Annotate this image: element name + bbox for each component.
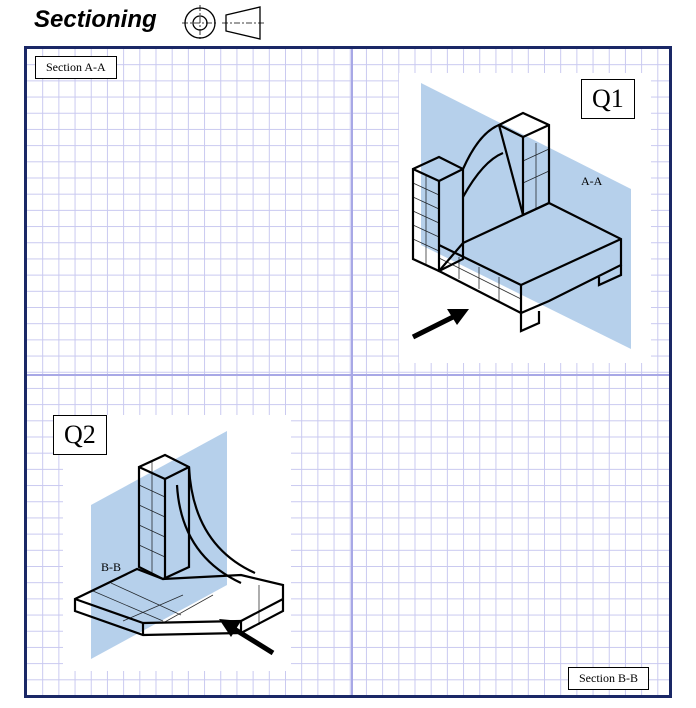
q1-figure-panel: A-A — [399, 73, 651, 363]
view-direction-arrow-q1 — [411, 309, 469, 340]
vertical-divider — [351, 49, 353, 695]
page-title: Sectioning — [34, 6, 157, 33]
q1-isometric-drawing: A-A — [411, 83, 631, 349]
cutting-plane-b-b — [91, 431, 227, 659]
section-a-a-label: Section A-A — [35, 56, 117, 79]
q2-isometric-drawing: B-B — [73, 431, 285, 659]
q2-label: Q2 — [53, 415, 107, 455]
projection-symbol-icon — [182, 5, 264, 41]
drawing-sheet: Section A-A Section B-B — [24, 46, 672, 698]
plane-label-a-a: A-A — [581, 174, 603, 188]
view-direction-arrow-q2 — [219, 619, 275, 656]
horizontal-divider — [27, 374, 669, 376]
section-b-b-label: Section B-B — [568, 667, 649, 690]
q1-label: Q1 — [581, 79, 635, 119]
q2-figure-panel: B-B — [63, 415, 291, 671]
plane-label-b-b: B-B — [101, 560, 121, 574]
